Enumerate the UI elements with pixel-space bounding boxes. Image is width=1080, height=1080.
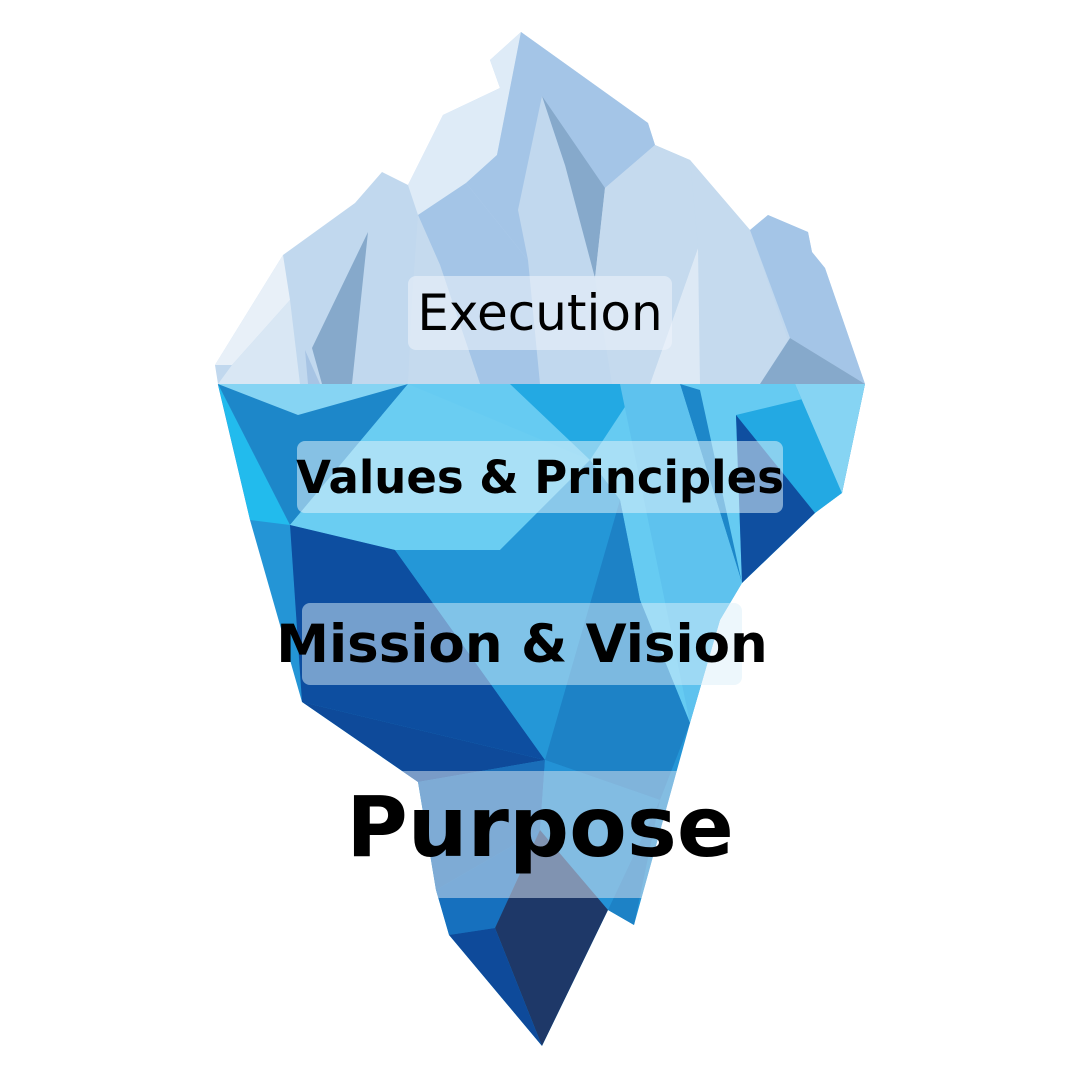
values-principles-text: Values & Principles (296, 450, 784, 504)
execution-text: Execution (417, 284, 663, 342)
layer-label-execution: Execution (408, 276, 672, 350)
purpose-text: Purpose (346, 777, 734, 876)
ice-above-water (215, 32, 865, 384)
mission-vision-text: Mission & Vision (276, 613, 768, 675)
layer-label-purpose: Purpose (300, 771, 780, 898)
layer-label-mission-vision: Mission & Vision (276, 603, 768, 685)
layer-label-values-principles: Values & Principles (296, 441, 784, 513)
